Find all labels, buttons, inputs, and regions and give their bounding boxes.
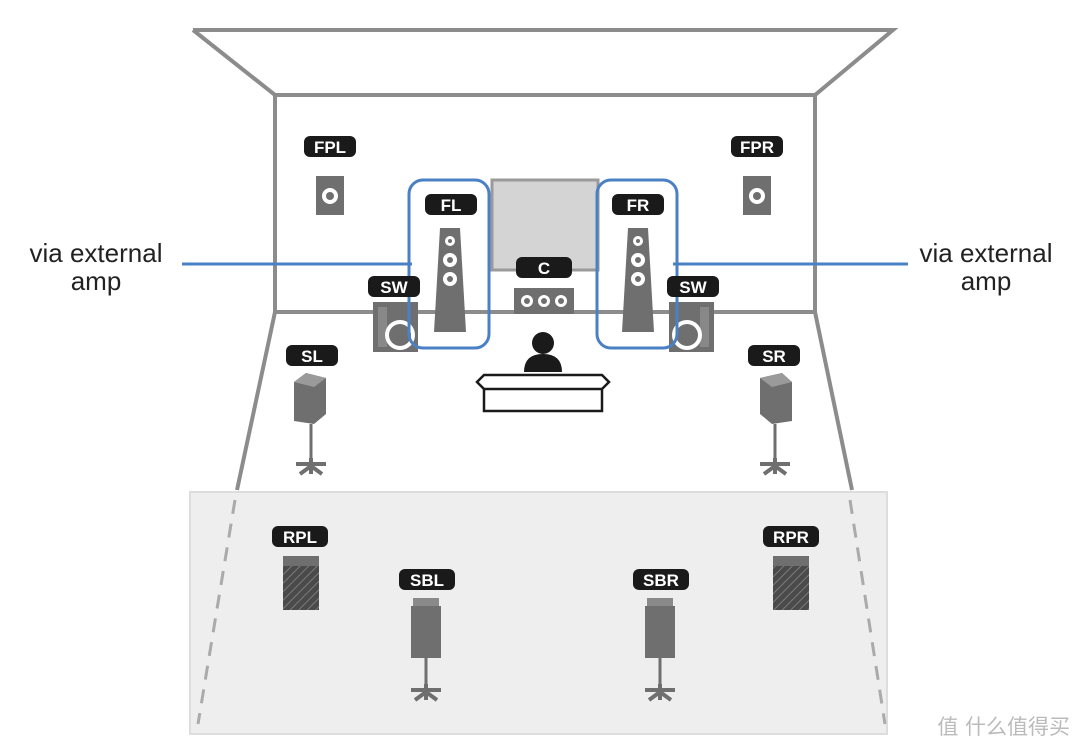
speaker-sbr xyxy=(645,598,675,702)
label-c: C xyxy=(516,257,572,278)
label-sr: SR xyxy=(748,345,800,366)
label-sbl: SBL xyxy=(399,569,455,590)
label-fr-text: FR xyxy=(627,196,650,215)
label-sw-right: SW xyxy=(667,276,719,297)
label-sw-right-text: SW xyxy=(679,278,707,297)
label-sbl-text: SBL xyxy=(410,571,444,590)
speaker-fpr xyxy=(743,176,771,215)
label-fl: FL xyxy=(425,194,477,215)
label-sl: SL xyxy=(286,345,338,366)
label-sbr-text: SBR xyxy=(643,571,679,590)
label-sbr: SBR xyxy=(633,569,689,590)
highlight-box-fl xyxy=(407,178,491,350)
label-sr-text: SR xyxy=(762,347,786,366)
highlight-box-fr xyxy=(595,178,679,350)
subwoofer-left xyxy=(373,302,418,352)
speaker-center xyxy=(514,288,574,314)
label-fpl: FPL xyxy=(304,136,356,157)
annotation-right-line1: via external xyxy=(920,238,1053,268)
label-rpl-text: RPL xyxy=(283,528,317,547)
room-outline xyxy=(191,28,899,491)
label-fr: FR xyxy=(612,194,664,215)
label-rpr-text: RPR xyxy=(773,528,809,547)
speaker-sl xyxy=(294,373,326,476)
label-rpl: RPL xyxy=(272,526,328,547)
speaker-fpl xyxy=(316,176,344,215)
label-fpr-text: FPR xyxy=(740,138,774,157)
speaker-fl xyxy=(434,228,466,332)
speaker-sbl xyxy=(411,598,441,702)
watermark: 值 什么值得买 xyxy=(937,715,1070,739)
speaker-rpl xyxy=(283,556,319,610)
annotation-left-line1: via external xyxy=(30,238,163,268)
label-fl-text: FL xyxy=(441,196,462,215)
label-sw-left: SW xyxy=(368,276,420,297)
listener xyxy=(524,332,562,372)
sofa xyxy=(475,373,611,413)
label-c-text: C xyxy=(538,259,550,278)
screen xyxy=(490,178,600,272)
label-fpl-text: FPL xyxy=(314,138,346,157)
label-sl-text: SL xyxy=(301,347,323,366)
speaker-fr xyxy=(622,228,654,332)
annotation-right-line2: amp xyxy=(961,266,1012,296)
speaker-sr xyxy=(760,373,792,476)
speaker-rpr xyxy=(773,556,809,610)
label-fpr: FPR xyxy=(731,136,783,157)
label-sw-left-text: SW xyxy=(380,278,408,297)
label-rpr: RPR xyxy=(763,526,819,547)
annotation-left-line2: amp xyxy=(71,266,122,296)
